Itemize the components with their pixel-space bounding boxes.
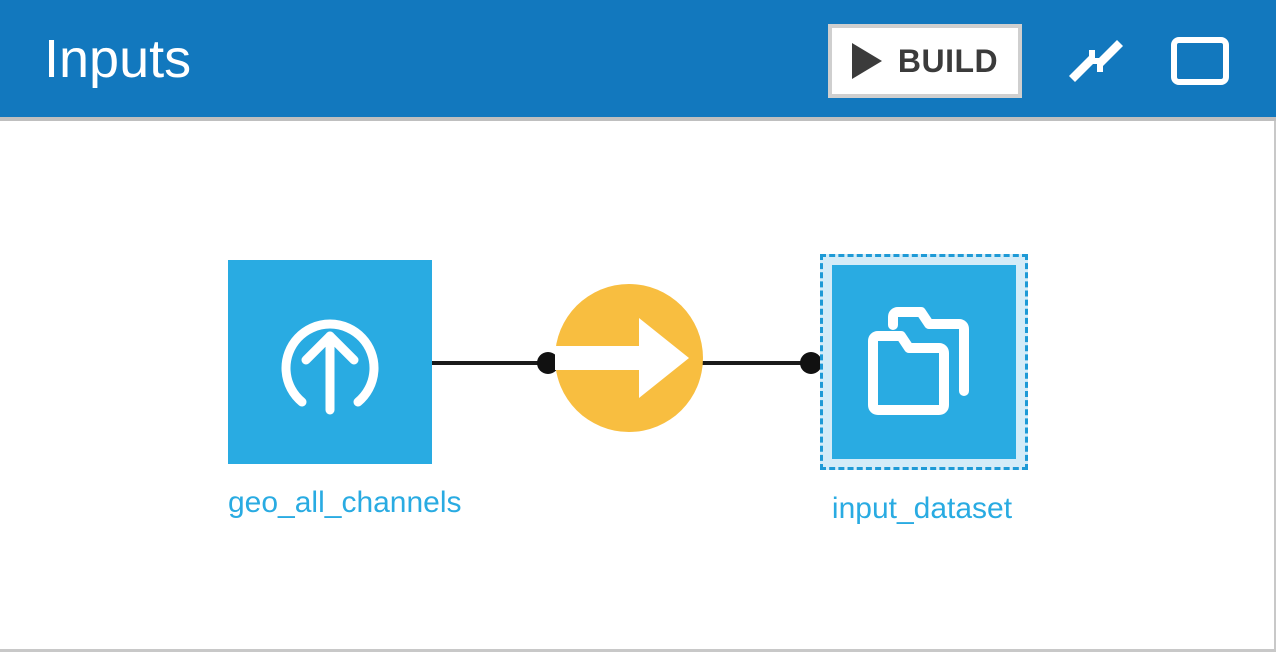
- window-icon[interactable]: [1163, 24, 1237, 98]
- node-tile[interactable]: [832, 265, 1016, 459]
- folders-icon: [868, 307, 969, 415]
- flow-node-input-dataset[interactable]: input_dataset: [820, 254, 1028, 526]
- play-icon: [851, 43, 882, 79]
- build-button[interactable]: BUILD: [828, 24, 1022, 98]
- flow-edges: [432, 352, 822, 374]
- flow-node-geo-all-channels[interactable]: geo_all_channels: [228, 260, 462, 520]
- collapse-icon[interactable]: [1059, 24, 1133, 98]
- flow-recipe-sync[interactable]: [555, 284, 703, 432]
- header-divider: [0, 117, 1276, 121]
- flow-node-label[interactable]: geo_all_channels: [228, 486, 462, 519]
- flow-canvas[interactable]: geo_all_channels: [0, 121, 1276, 652]
- flow-node-label[interactable]: input_dataset: [831, 492, 1013, 525]
- arrow-right-icon: [555, 318, 689, 398]
- page-title: Inputs: [44, 29, 192, 89]
- node-tile[interactable]: [228, 260, 432, 464]
- node-selection-outline: [820, 254, 1028, 470]
- header-bar: Inputs BUILD: [0, 0, 1276, 117]
- build-button-label: BUILD: [897, 43, 999, 79]
- upload-icon: [281, 319, 379, 415]
- selection-dashed-border: [820, 254, 1028, 470]
